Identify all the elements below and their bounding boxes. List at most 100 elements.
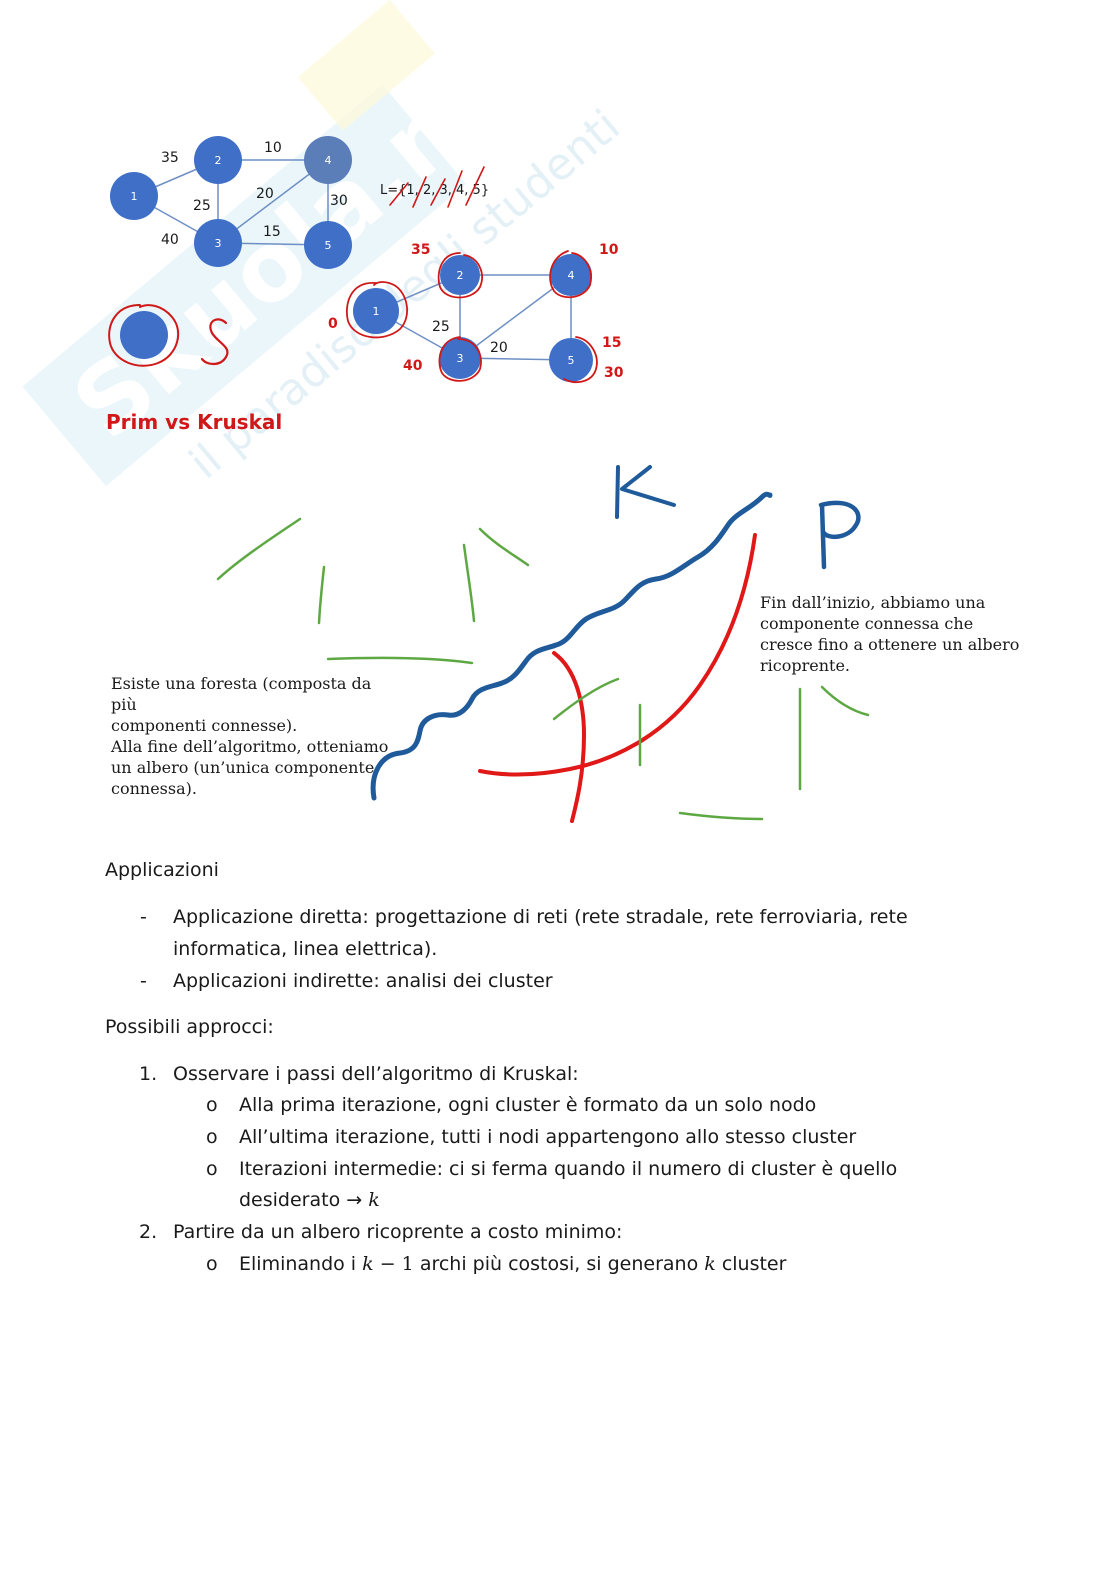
sub-item-text: desiderato <box>239 1189 341 1211</box>
node-5 <box>304 221 352 269</box>
list-item-line: Applicazione diretta: progettazione di r… <box>173 906 908 928</box>
list-marker: 2. <box>139 1221 158 1243</box>
section-title: Prim vs Kruskal <box>106 410 283 434</box>
k-letter <box>615 465 676 519</box>
edge-weight: 40 <box>161 232 179 248</box>
note-line: componente connessa che <box>760 614 974 633</box>
sub-item-text: archi più costosi, si generano <box>419 1253 699 1275</box>
note-line: ricoprente. <box>760 656 851 675</box>
red-circle-3 <box>438 336 482 382</box>
sub-marker: o <box>206 1126 218 1148</box>
math-number: 1 <box>401 1253 414 1275</box>
applicazioni-list: - Applicazione diretta: progettazione di… <box>0 901 1116 1001</box>
note-prim: Fin dall’inizio, abbiamo una componente … <box>760 592 1020 676</box>
p-letter-text: P <box>100 455 101 456</box>
sub-marker: o <box>206 1253 218 1275</box>
graph-annotated: 1 2 3 4 5 25 20 35 10 0 40 15 30 <box>328 242 624 384</box>
red-circle <box>108 304 180 367</box>
node-label: 4 <box>325 154 332 167</box>
circled-node-s <box>108 304 229 367</box>
node-5 <box>549 338 593 382</box>
red-label: 10 <box>599 242 619 258</box>
red-label: 35 <box>411 242 430 258</box>
list-item-line: Applicazioni indirette: analisi dei clus… <box>173 970 553 992</box>
node-label: 3 <box>457 352 464 365</box>
node-4 <box>304 136 352 184</box>
math-operator: − <box>379 1253 396 1275</box>
node-label: 4 <box>568 269 575 282</box>
sub-item-text: Eliminando i <box>239 1253 357 1275</box>
watermark-cap <box>297 0 435 131</box>
red-label: 0 <box>328 316 338 332</box>
k-letter-text: K <box>100 455 101 456</box>
node-1 <box>353 288 399 334</box>
note-line: componenti connesse). <box>111 716 298 735</box>
circled-node <box>120 311 168 359</box>
node-2 <box>440 255 480 295</box>
approcci-heading: Possibili approcci: <box>105 1016 274 1038</box>
edge-weight: 30 <box>330 193 348 209</box>
node-3 <box>194 219 242 267</box>
math-var: k <box>704 1253 716 1275</box>
green-stroke <box>820 685 870 717</box>
node-label: 1 <box>373 305 380 318</box>
edge-weight: 25 <box>432 319 450 335</box>
list-item-text: Osservare i passi dell’algoritmo di Krus… <box>173 1063 579 1085</box>
list-marker: - <box>140 906 147 928</box>
node-label: 5 <box>568 354 575 367</box>
green-stroke <box>317 565 326 625</box>
sub-marker: o <box>206 1094 218 1116</box>
applicazioni-heading: Applicazioni <box>105 859 219 881</box>
kruskal-curve <box>370 491 773 801</box>
red-label: 40 <box>403 358 423 374</box>
node-1 <box>110 172 158 220</box>
strike-4 <box>447 170 463 208</box>
sub-item-text: cluster <box>721 1253 787 1275</box>
math-var: k <box>368 1189 380 1211</box>
strike-2 <box>412 176 427 208</box>
edge-weight: 20 <box>256 186 274 202</box>
note-line: Esiste una foresta (composta da più <box>111 674 372 714</box>
node-4 <box>550 254 592 296</box>
graph-original: 1 2 3 4 5 35 10 20 25 40 15 30 L={1, 2, … <box>110 136 489 269</box>
math-var: k <box>362 1253 374 1275</box>
sub-item-text: Iterazioni intermedie: ci si ferma quand… <box>239 1158 898 1180</box>
note-line: cresce fino a ottenere un albero <box>760 635 1020 654</box>
prim-cross <box>552 651 586 823</box>
green-stroke <box>216 517 302 581</box>
node-label: 2 <box>457 269 464 282</box>
red-circle-4 <box>549 250 592 299</box>
note-line: un albero (un’unica componente <box>111 758 375 777</box>
prim-kruskal-drawing: K P <box>100 455 870 823</box>
handwritten-s <box>200 318 229 366</box>
list-label: L={1, 2, 3, 4, 5} <box>380 183 489 198</box>
list-item-text: Partire da un albero ricoprente a costo … <box>173 1221 623 1243</box>
sub-marker: o <box>206 1158 218 1180</box>
green-stroke <box>678 811 764 821</box>
note-kruskal: Esiste una foresta (composta da più comp… <box>111 673 401 799</box>
sub-item-continuation: desiderato → k <box>239 1184 380 1216</box>
node-label: 3 <box>215 237 222 250</box>
green-stroke <box>462 543 476 623</box>
node-label: 5 <box>325 239 332 252</box>
node-label: 1 <box>131 190 138 203</box>
note-line: connessa). <box>111 779 197 798</box>
node-label: 2 <box>215 154 222 167</box>
arrow-icon: → <box>346 1189 363 1211</box>
p-letter <box>818 500 861 570</box>
node-2 <box>194 136 242 184</box>
sub-item: Eliminando i k − 1 archi più costosi, si… <box>239 1248 786 1280</box>
red-circle-1 <box>346 281 408 339</box>
list-marker: - <box>140 970 147 992</box>
node-3 <box>439 337 481 379</box>
note-line: Fin dall’inizio, abbiamo una <box>760 593 986 612</box>
watermark-band <box>22 84 466 487</box>
edge-weight: 20 <box>490 340 508 356</box>
edge-weight: 15 <box>263 224 281 240</box>
green-stroke <box>478 527 530 567</box>
prim-curve <box>478 533 757 777</box>
edge-weight: 35 <box>161 150 179 166</box>
strike-5 <box>465 166 485 206</box>
edge-weight: 25 <box>193 198 211 214</box>
note-line: Alla fine dell’algoritmo, otteniamo <box>111 737 389 756</box>
